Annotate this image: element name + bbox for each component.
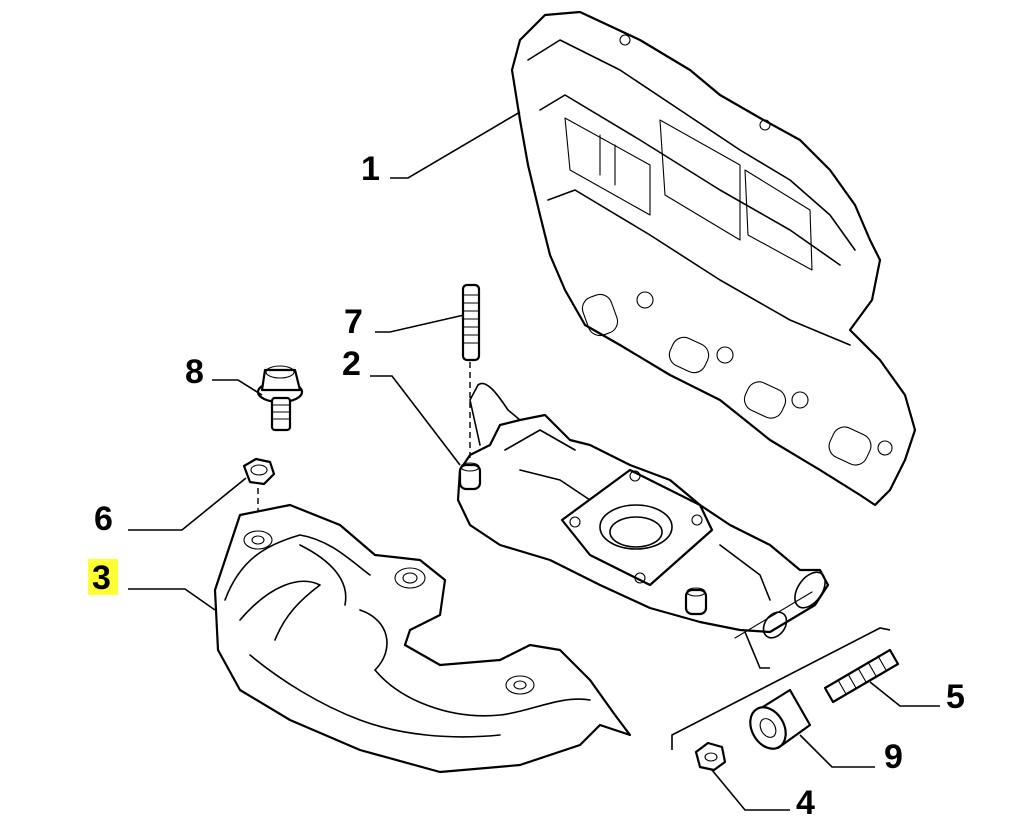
callout-1: 1 bbox=[361, 150, 380, 188]
callout-labels: 1 2 3 4 5 6 7 8 9 bbox=[92, 150, 965, 822]
leader-1 bbox=[390, 111, 521, 179]
leader-9 bbox=[799, 734, 875, 768]
leader-8 bbox=[212, 379, 263, 396]
leader-4 bbox=[711, 769, 790, 811]
leader-2 bbox=[370, 375, 461, 466]
callout-7: 7 bbox=[344, 303, 363, 341]
assembly-axis-lines bbox=[671, 591, 891, 750]
callout-6: 6 bbox=[94, 500, 113, 538]
callout-5: 5 bbox=[946, 678, 965, 716]
part-4-nut bbox=[694, 741, 727, 772]
callout-9: 9 bbox=[884, 738, 903, 776]
callout-3-highlight bbox=[88, 559, 118, 595]
part-2-exhaust-manifold bbox=[456, 382, 830, 639]
part-7-stud bbox=[461, 283, 481, 460]
leader-6 bbox=[128, 477, 247, 531]
callout-2: 2 bbox=[342, 345, 361, 383]
leader-7 bbox=[375, 314, 465, 333]
leader-3 bbox=[128, 588, 216, 611]
leader-5 bbox=[869, 681, 940, 707]
callout-8: 8 bbox=[185, 353, 204, 391]
callout-4: 4 bbox=[796, 784, 815, 822]
leader-lines bbox=[128, 111, 940, 811]
part-9-spacer bbox=[749, 688, 812, 750]
part-5-stud bbox=[823, 648, 900, 704]
callout-3: 3 bbox=[92, 559, 111, 597]
part-8-flange-bolt bbox=[256, 365, 304, 432]
part-1-upper-heat-shield-gasket bbox=[510, 10, 917, 507]
part-3-manifold-heat-shield bbox=[213, 503, 632, 774]
